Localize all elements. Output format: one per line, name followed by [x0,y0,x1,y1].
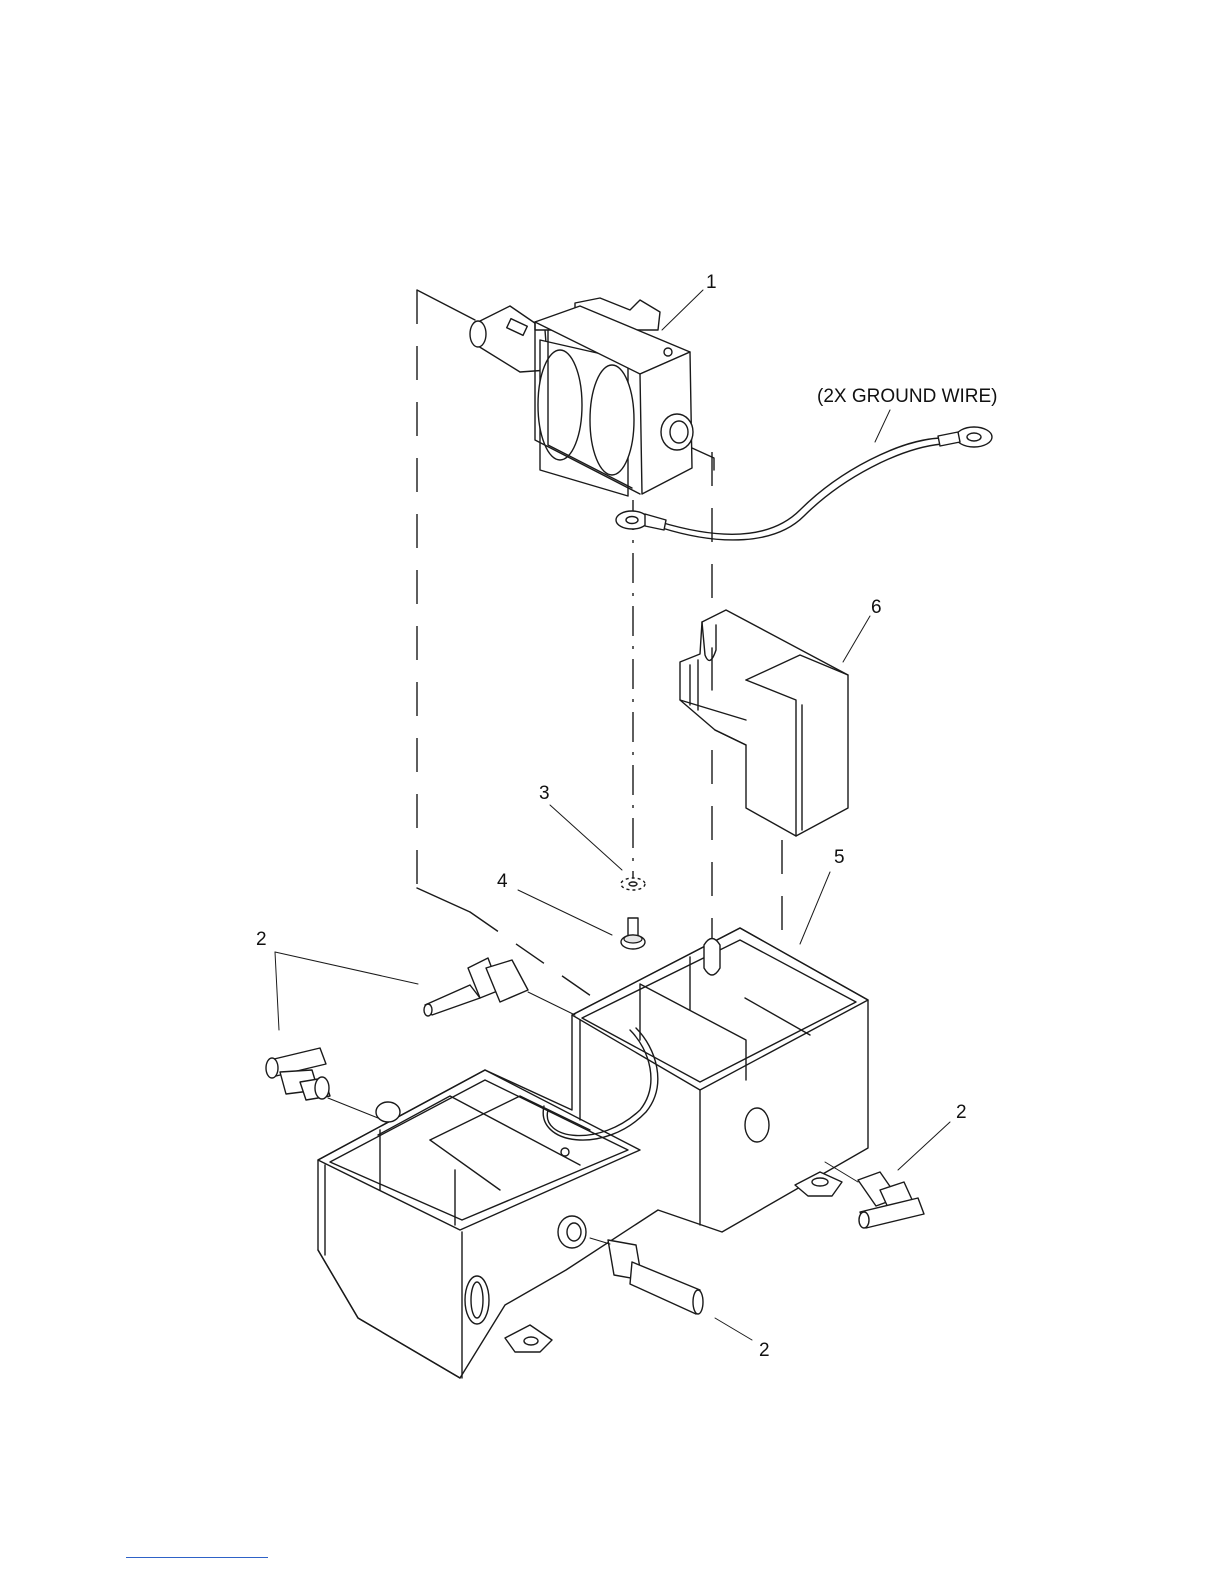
callout-6-label: 6 [871,597,882,618]
hose-barb-fitting-upper [424,958,575,1016]
hose-barb-fitting-bottom [590,1238,703,1314]
callout-2-label-upper-left: 2 [256,929,267,950]
callout-2-label-bottom: 2 [759,1340,770,1361]
hose-barb-fitting-right [825,1162,924,1228]
hose-barb-fitting-left [266,1048,378,1118]
screw-part [621,918,645,949]
callout-2-label-right: 2 [956,1102,967,1123]
cover-bracket-part [680,610,848,836]
valve-housing-part [318,928,868,1378]
callout-3-label: 3 [539,783,550,804]
callout-4-label: 4 [497,871,508,892]
solenoid-valve-part [470,298,714,496]
washer-part [621,878,645,890]
callout-5-label: 5 [834,847,845,868]
footnote-separator [126,1557,268,1558]
callout-1-label: 1 [706,272,717,293]
ground-wire-label: (2X GROUND WIRE) [817,386,998,407]
